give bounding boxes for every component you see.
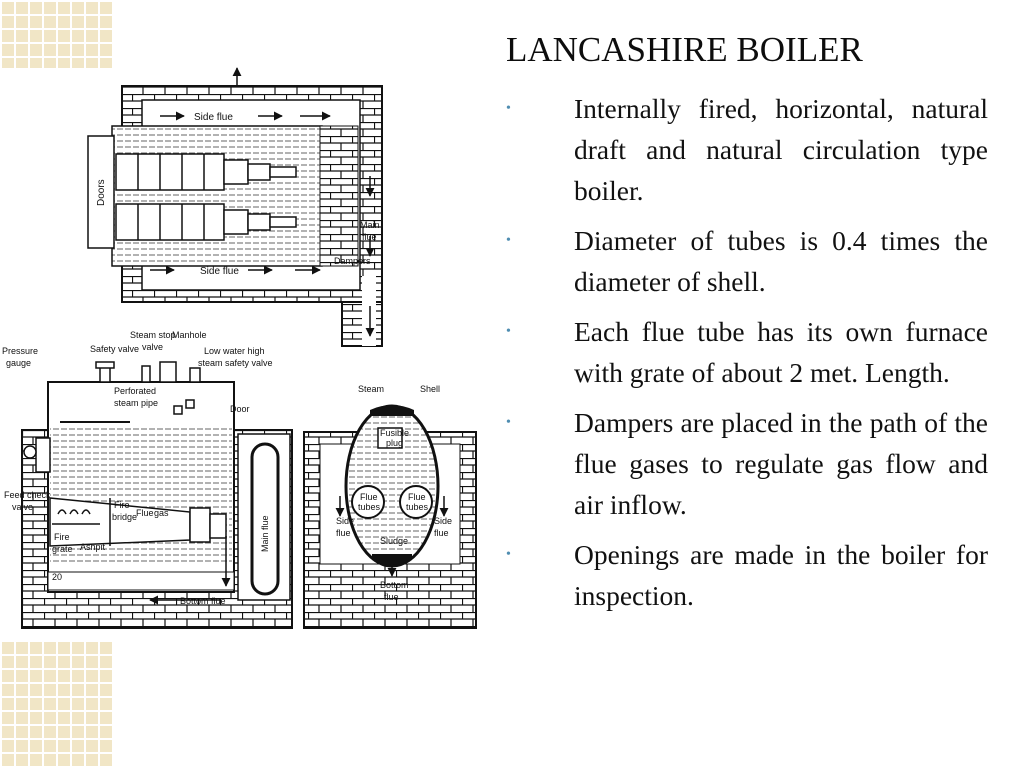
end-sectional-view: Steam Shell Fusible plug Flue tubes Flue… [303, 384, 477, 629]
side-flue-right-label-1: Side [434, 516, 452, 526]
bullet-list: • Internally fired, horizontal, natural … [506, 88, 988, 625]
sludge-label: Sludge [380, 536, 408, 546]
steam-label: Steam [358, 384, 384, 394]
bullet-text: Internally fired, horizontal, natural dr… [574, 93, 988, 206]
bullet-item: • Internally fired, horizontal, natural … [506, 88, 988, 211]
shell-label: Shell [420, 384, 440, 394]
plan-view: Side flue Side flue Doors Main flue Damp… [87, 67, 383, 347]
safety-valve-label: Safety valve [90, 344, 139, 354]
fusible-plug-label-1: Fusible [380, 428, 409, 438]
pressure-gauge-label-1: Pressure [2, 346, 38, 356]
door-label: Door [230, 404, 250, 414]
steam-stop-valve-label-2: valve [142, 342, 163, 352]
low-water-label-1: Low water high [204, 346, 265, 356]
pressure-gauge-label-2: gauge [6, 358, 31, 368]
bullet-text: Dampers are placed in the path of the fl… [574, 407, 988, 520]
bullet-item: • Each flue tube has its own furnace wit… [506, 311, 988, 393]
number-20-label: 20 [52, 572, 62, 582]
doors-label: Doors [96, 179, 107, 206]
fire-grate-label-2: grate [52, 544, 73, 554]
low-water-label-2: steam safety valve [198, 358, 273, 368]
steam-stop-valve-label-1: Steam stop [130, 330, 176, 340]
fire-bridge-label-2: bridge [112, 512, 137, 522]
fire-grate-label-1: Fire [54, 532, 70, 542]
flue-gas-label-2: gas [154, 508, 169, 518]
dampers-label: Dampers [334, 256, 371, 266]
side-flue-bottom-label: Side flue [200, 266, 239, 277]
decorative-tile-pattern-bottom [0, 640, 112, 768]
fire-bridge-label-1: Fire [114, 500, 130, 510]
decorative-tile-pattern-top [0, 0, 112, 68]
bullet-item: • Openings are made in the boiler for in… [506, 534, 988, 616]
bottom-flue-side-label: Bottom flue [180, 596, 226, 606]
bullet-icon: • [506, 324, 511, 339]
bullet-icon: • [506, 233, 511, 248]
perforated-steam-pipe-label-2: steam pipe [114, 398, 158, 408]
ashpit-label: Ashpit [80, 542, 106, 552]
manhole-label: Manhole [172, 330, 207, 340]
side-flue-left-label-1: Side [336, 516, 354, 526]
bullet-text: Openings are made in the boiler for insp… [574, 539, 988, 611]
bullet-icon: • [506, 547, 511, 562]
perforated-steam-pipe-label-1: Perforated [114, 386, 156, 396]
side-flue-left-label-2: flue [336, 528, 351, 538]
fusible-plug-label-2: plug [386, 438, 403, 448]
main-flue-top-label-2: flue [362, 232, 377, 242]
bullet-icon: • [506, 101, 511, 116]
slide-title: LANCASHIRE BOILER [506, 30, 863, 69]
flue-tubes-left-label-1: Flue [360, 492, 378, 502]
feed-check-valve-label-2: valve [12, 502, 33, 512]
side-flue-top-label: Side flue [194, 112, 233, 123]
lancashire-boiler-diagram: Side flue Side flue Doors Main flue Damp… [0, 66, 480, 636]
bullet-text: Diameter of tubes is 0.4 times the diame… [574, 225, 988, 297]
bullet-item: • Dampers are placed in the path of the … [506, 402, 988, 525]
bullet-item: • Diameter of tubes is 0.4 times the dia… [506, 220, 988, 302]
flue-tubes-right-label-2: tubes [406, 502, 429, 512]
bullet-icon: • [506, 415, 511, 430]
flue-tubes-right-label-1: Flue [408, 492, 426, 502]
bottom-flue-end-label-2: flue [384, 592, 399, 602]
main-flue-top-label-1: Main [360, 220, 380, 230]
flue-gas-label-1: Flue [136, 508, 154, 518]
feed-check-valve-label-1: Feed check [4, 490, 51, 500]
bottom-flue-end-label-1: Bottom [380, 580, 409, 590]
side-flue-right-label-2: flue [434, 528, 449, 538]
side-sectional-view: Pressure gauge Safety valve Steam stop v… [2, 330, 293, 629]
flue-tubes-left-label-2: tubes [358, 502, 381, 512]
bullet-text: Each flue tube has its own furnace with … [574, 316, 988, 388]
main-flue-vertical-label: Main flue [260, 515, 270, 552]
